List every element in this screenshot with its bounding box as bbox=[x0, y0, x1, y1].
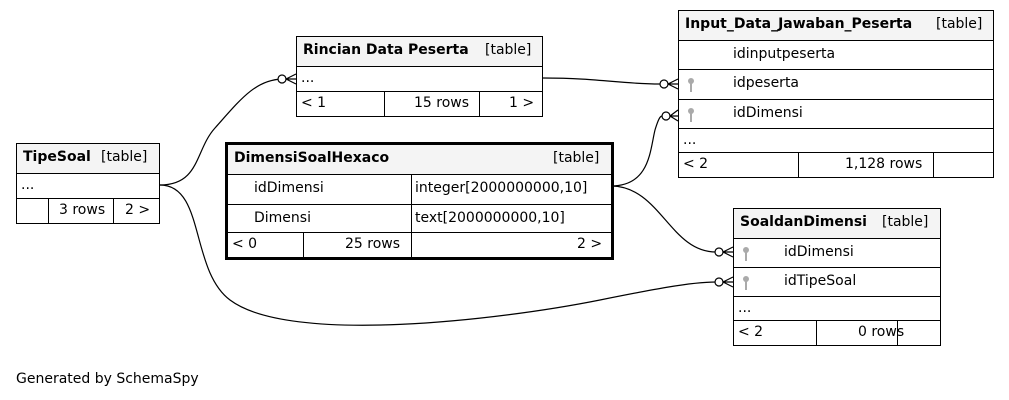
table-header[interactable]: TipeSoal [table] bbox=[17, 144, 159, 173]
edge-end-circle bbox=[661, 111, 671, 121]
edge-end-circle bbox=[714, 277, 724, 287]
column-row[interactable]: idDimensi bbox=[679, 99, 993, 128]
crows-foot bbox=[669, 109, 679, 122]
crows-foot bbox=[722, 246, 734, 258]
prev-count[interactable]: < 1 bbox=[301, 95, 327, 111]
ellipsis-text: ... bbox=[301, 70, 315, 86]
table-footer: < 0 25 rows 2 > bbox=[228, 232, 611, 257]
foreign-key-icon bbox=[743, 276, 749, 290]
prev-count[interactable]: < 2 bbox=[738, 324, 764, 340]
row-count: 0 rows bbox=[858, 324, 905, 340]
column-row[interactable]: idDimensi bbox=[734, 238, 940, 267]
row-count: 25 rows bbox=[345, 236, 401, 252]
edge-end-circle bbox=[714, 247, 724, 257]
table-name: DimensiSoalHexaco bbox=[234, 150, 390, 166]
table-header[interactable]: SoaldanDimensi [table] bbox=[734, 209, 940, 238]
ellipsis-text: ... bbox=[683, 132, 697, 148]
column-name: idDimensi bbox=[784, 244, 854, 260]
edge-end-circle bbox=[659, 79, 669, 89]
edge-dimensi-input bbox=[610, 115, 663, 187]
table-tag: [table] bbox=[936, 16, 983, 32]
crows-foot bbox=[722, 276, 734, 288]
row-count: 15 rows bbox=[414, 95, 470, 111]
column-name: idDimensi bbox=[733, 105, 803, 121]
table-footer: < 2 0 rows bbox=[734, 320, 940, 345]
edge-tipesoal-rincian bbox=[159, 78, 283, 186]
table-name: Input_Data_Jawaban_Peserta bbox=[685, 16, 913, 32]
table-name: TipeSoal bbox=[23, 149, 91, 165]
table-name: Rincian Data Peserta bbox=[303, 42, 469, 58]
edge-end-circle bbox=[277, 74, 287, 84]
column-name: Dimensi bbox=[254, 210, 311, 226]
column-name: idDimensi bbox=[254, 180, 324, 196]
column-row: ... bbox=[17, 173, 159, 198]
table-footer: 3 rows 2 > bbox=[17, 198, 159, 223]
table-header[interactable]: DimensiSoalHexaco [table] bbox=[228, 145, 611, 174]
table-footer: < 1 15 rows 1 > bbox=[297, 91, 542, 116]
table-name: SoaldanDimensi bbox=[740, 214, 867, 230]
table-rincian-data-peserta[interactable]: Rincian Data Peserta [table] ... < 1 15 … bbox=[296, 36, 543, 117]
crows-foot bbox=[667, 78, 679, 90]
prev-count[interactable]: < 0 bbox=[232, 236, 258, 252]
table-header[interactable]: Input_Data_Jawaban_Peserta [table] bbox=[679, 11, 993, 40]
next-count[interactable]: 1 > bbox=[509, 95, 535, 111]
next-count[interactable]: 2 > bbox=[125, 202, 151, 218]
column-name: idpeserta bbox=[733, 75, 800, 91]
row-count: 1,128 rows bbox=[845, 156, 923, 172]
row-count: 3 rows bbox=[59, 202, 106, 218]
table-soaldandimensi[interactable]: SoaldanDimensi [table] idDimensi idTipeS… bbox=[733, 208, 941, 346]
column-name: idinputpeserta bbox=[733, 46, 836, 62]
foreign-key-icon bbox=[688, 78, 694, 92]
column-name: idTipeSoal bbox=[784, 273, 857, 289]
table-tipesoal[interactable]: TipeSoal [table] ... 3 rows 2 > bbox=[16, 143, 160, 224]
table-tag: [table] bbox=[882, 214, 929, 230]
ellipsis-text: ... bbox=[738, 300, 752, 316]
table-input-data-jawaban-peserta[interactable]: Input_Data_Jawaban_Peserta [table] idinp… bbox=[678, 10, 994, 178]
table-header[interactable]: Rincian Data Peserta [table] bbox=[297, 37, 542, 66]
column-row[interactable]: idDimensi integer[2000000000,10] bbox=[228, 174, 611, 204]
table-tag: [table] bbox=[101, 149, 148, 165]
column-row: ... bbox=[734, 296, 940, 320]
column-type: text[2000000000,10] bbox=[415, 210, 565, 226]
foreign-key-icon bbox=[743, 247, 749, 261]
table-dimensisoalhexaco[interactable]: DimensiSoalHexaco [table] idDimensi inte… bbox=[225, 142, 614, 260]
column-row[interactable]: idpeserta bbox=[679, 69, 993, 99]
generated-by-text: Generated by SchemaSpy bbox=[16, 371, 199, 387]
column-row[interactable]: idTipeSoal bbox=[734, 267, 940, 296]
column-row: ... bbox=[679, 128, 993, 152]
next-count[interactable]: 2 > bbox=[577, 236, 603, 252]
table-footer: < 2 1,128 rows bbox=[679, 152, 993, 177]
column-row[interactable]: Dimensi text[2000000000,10] bbox=[228, 204, 611, 232]
prev-count[interactable]: < 2 bbox=[683, 156, 709, 172]
column-row[interactable]: idinputpeserta bbox=[679, 40, 993, 69]
edge-dimensi-soal bbox=[610, 185, 717, 253]
column-type: integer[2000000000,10] bbox=[415, 180, 588, 196]
column-row: ... bbox=[297, 66, 542, 91]
ellipsis-text: ... bbox=[21, 177, 35, 193]
table-tag: [table] bbox=[485, 42, 532, 58]
foreign-key-icon bbox=[688, 108, 694, 122]
crows-foot bbox=[285, 73, 297, 85]
table-tag: [table] bbox=[553, 150, 600, 166]
edge-tipesoal-soal bbox=[159, 184, 717, 326]
edge-rincian-input bbox=[542, 77, 661, 85]
